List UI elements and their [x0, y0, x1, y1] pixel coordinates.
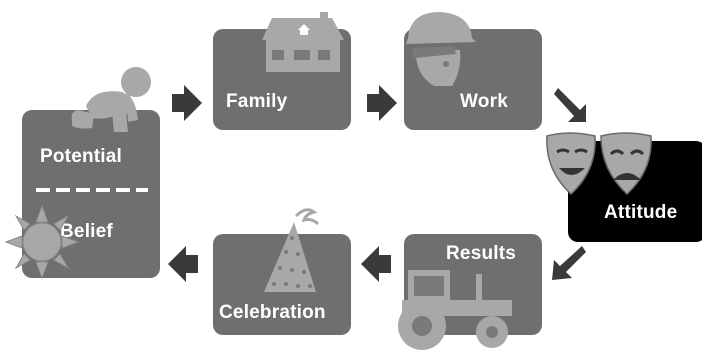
arrow-icon	[552, 246, 586, 280]
arrow-icon	[554, 88, 586, 122]
baby-icon	[71, 67, 151, 132]
arrow-icon	[172, 85, 202, 121]
arrow-icon	[168, 246, 198, 282]
arrow-icon	[361, 246, 391, 282]
hardhat-head-icon	[406, 12, 476, 86]
results-label: Results	[446, 243, 517, 264]
belief-label: Belief	[60, 221, 113, 242]
family-label: Family	[226, 91, 288, 112]
theater-masks-icon	[546, 132, 652, 196]
house-icon	[262, 12, 344, 72]
potential-label: Potential	[40, 146, 123, 167]
work-label: Work	[460, 91, 508, 112]
party-hat-icon	[264, 208, 320, 292]
tractor-icon	[398, 270, 512, 350]
sun-icon	[4, 204, 80, 280]
dashed-divider	[36, 188, 148, 192]
arrow-icon	[367, 85, 397, 121]
celebration-label: Celebration	[219, 302, 326, 323]
attitude-label: Attitude	[604, 202, 678, 223]
